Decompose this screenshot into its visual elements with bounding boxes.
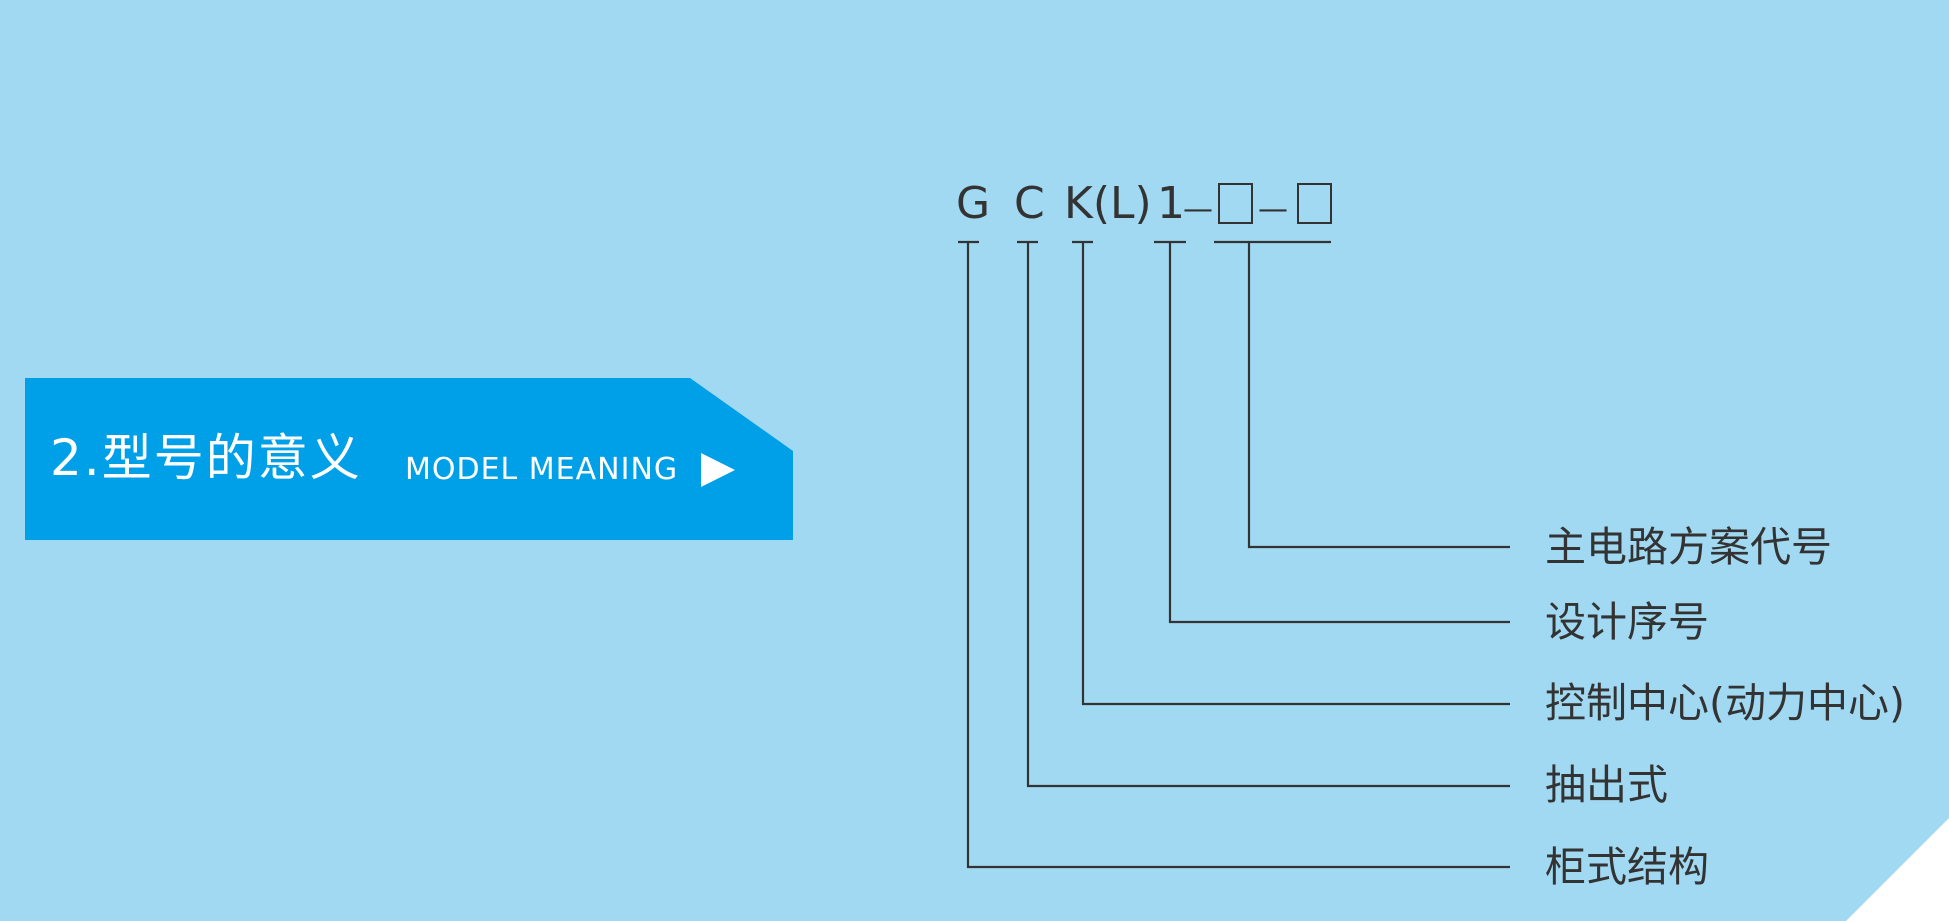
code-letter-g: G [956, 178, 991, 229]
leader-line-control-center [1081, 242, 1510, 706]
code-letter-c: C [1014, 178, 1045, 229]
meaning-control-center: 控制中心(动力中心) [1545, 679, 1905, 727]
code-dash-1: — [1183, 192, 1213, 227]
leader-line-cabinet [966, 242, 1510, 869]
leader-line-design-number [1168, 242, 1510, 624]
code-placeholder-box-1 [1218, 183, 1253, 224]
leader-line-drawout [1026, 242, 1510, 788]
connector-lines [958, 240, 1510, 869]
leader-line-main-circuit [1247, 242, 1510, 549]
section-title: 2.型号的意义 [50, 429, 362, 487]
title-banner [25, 378, 793, 540]
meaning-drawout: 抽出式 [1545, 761, 1668, 809]
meaning-main-circuit: 主电路方案代号 [1545, 523, 1832, 571]
code-digit-1: 1 [1157, 178, 1185, 229]
code-placeholder-box-2 [1297, 183, 1332, 224]
meaning-cabinet-structure: 柜式结构 [1545, 843, 1709, 891]
section-subtitle: MODEL MEANING [405, 452, 679, 487]
meaning-design-number: 设计序号 [1545, 598, 1709, 646]
code-dash-2: — [1258, 192, 1288, 227]
code-letter-k-l: K(L) [1064, 178, 1152, 229]
play-arrow-icon [701, 453, 735, 487]
